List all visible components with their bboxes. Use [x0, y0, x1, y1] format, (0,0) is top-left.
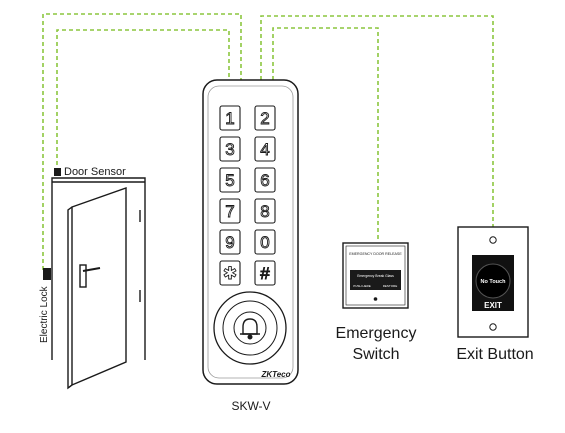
keypad-device: 1 2 3 4 5 6 7 8 9 0 ✱ # ZKTeco [202, 79, 299, 385]
key-4[interactable]: 4 [254, 136, 276, 162]
exit-push-button[interactable] [475, 263, 511, 299]
keypad-keys: 1 2 3 4 5 6 7 8 9 0 ✱ # [219, 105, 276, 286]
key-label: 8 [260, 202, 269, 221]
key-label: 5 [225, 171, 234, 190]
emergency-label-line1: Emergency [336, 325, 417, 342]
key-label: 0 [260, 233, 269, 252]
key-star[interactable]: ✱ [219, 260, 241, 286]
key-7[interactable]: 7 [219, 198, 241, 224]
key-8[interactable]: 8 [254, 198, 276, 224]
door-handle-plate [79, 264, 87, 288]
key-5[interactable]: 5 [219, 167, 241, 193]
emergency-top-text: EMERGENCY DOOR RELEASE [349, 252, 402, 256]
key-label: 2 [260, 109, 269, 128]
key-0[interactable]: 0 [254, 229, 276, 255]
key-label: 7 [225, 202, 234, 221]
brand-logo: ZKTeco [260, 370, 290, 379]
screw-top-icon [489, 236, 497, 244]
key-9[interactable]: 9 [219, 229, 241, 255]
wire-door-sensor [56, 29, 230, 172]
key-1[interactable]: 1 [219, 105, 241, 131]
exit-button-device: No Touch EXIT [457, 226, 529, 338]
screw-bottom-icon [489, 323, 497, 331]
emergency-switch: EMERGENCY DOOR RELEASE Emergency Break G… [342, 242, 409, 309]
emergency-label-line2: Switch [352, 346, 399, 363]
key-label: 6 [260, 171, 269, 190]
emergency-right-text: RESTORE [383, 284, 397, 288]
bell-button[interactable] [233, 311, 267, 345]
exit-button-label: Exit Button [456, 346, 533, 363]
emergency-glass[interactable] [350, 270, 401, 290]
wiring [42, 13, 494, 270]
wire-electric-lock [42, 13, 242, 270]
key-label: ✱ [223, 264, 237, 283]
key-label: 4 [260, 140, 269, 159]
door-frame [51, 177, 146, 360]
exit-caption: EXIT [484, 301, 502, 310]
key-label: 1 [225, 109, 234, 128]
key-label: 3 [225, 140, 234, 159]
model-label: SKW-V [231, 399, 270, 413]
wire-exit-button [260, 15, 494, 228]
key-2[interactable]: 2 [254, 105, 276, 131]
door-sensor-block [54, 168, 61, 176]
bell-icon [240, 318, 260, 340]
emergency-middle-text: Emergency Break Glass [357, 274, 394, 278]
exit-button-text: No Touch [481, 279, 507, 285]
key-6[interactable]: 6 [254, 167, 276, 193]
key-label: # [260, 264, 270, 283]
electric-lock-block [43, 268, 51, 280]
door [51, 177, 146, 390]
key-hash[interactable]: # [254, 260, 276, 286]
key-3[interactable]: 3 [219, 136, 241, 162]
electric-lock-label: Electric Lock [39, 285, 50, 343]
door-leaf [71, 187, 127, 387]
key-label: 9 [225, 233, 234, 252]
emergency-left-text: PUSH HERE [353, 284, 371, 288]
door-sensor-label: Door Sensor [64, 166, 126, 178]
door-handle [82, 267, 101, 272]
